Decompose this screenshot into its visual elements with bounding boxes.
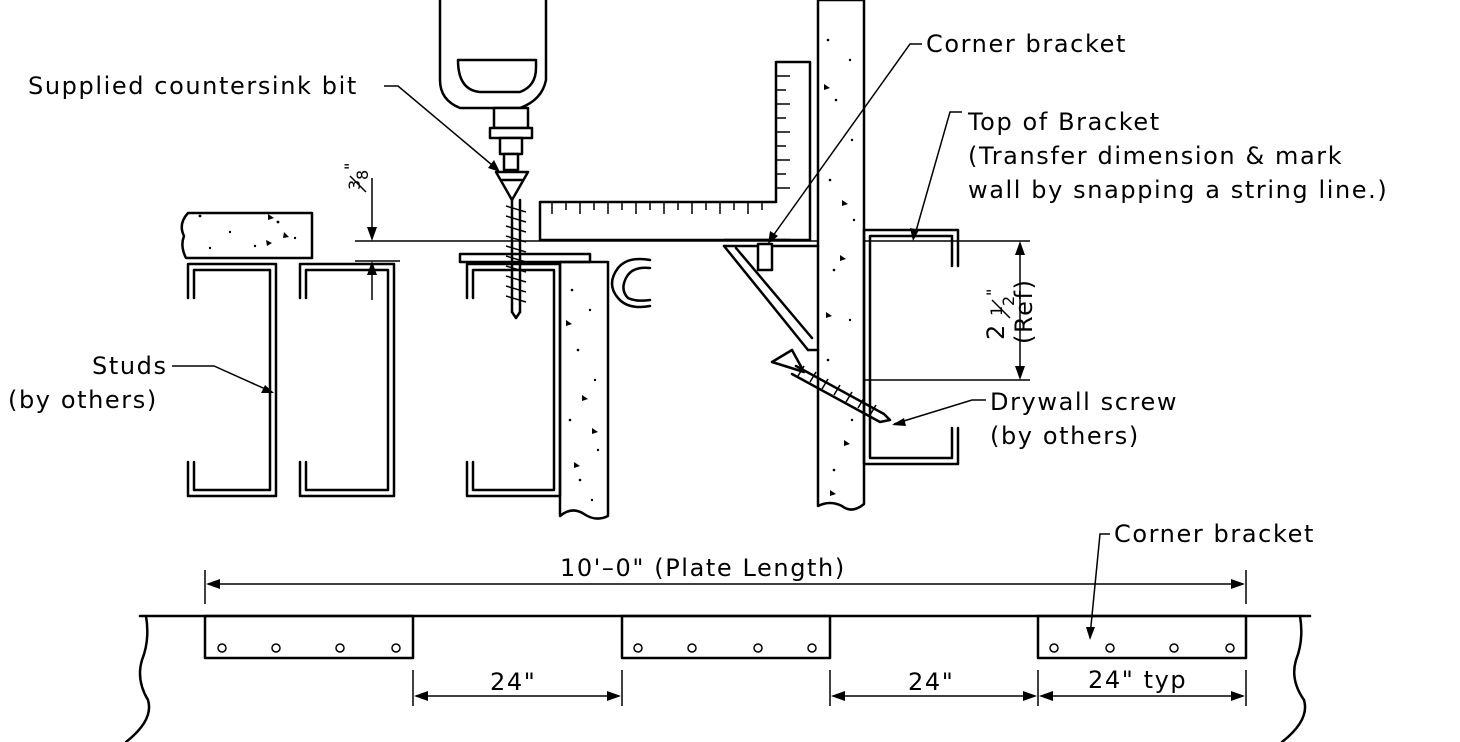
corner-bracket [722, 238, 820, 352]
bracket-height-ref: (Ref) [1010, 278, 1038, 344]
countersink-bit [494, 170, 530, 320]
carpenter-square [538, 60, 812, 242]
bracket-height-whole: 2 [982, 323, 1010, 340]
gap-dimension-1: 24" [412, 668, 623, 706]
drywall-panel-right [816, 0, 866, 511]
label-studs-1: Studs [92, 352, 168, 380]
gap-2-text: 24" [908, 668, 954, 696]
plate-length-text: 10'–0" (Plate Length) [560, 554, 846, 582]
gap-1-text: 24" [490, 668, 536, 696]
clip [610, 257, 652, 309]
bracket-height-dimension: 2 1 2 " (Ref) [982, 241, 1038, 380]
drywall-panel-left [558, 260, 610, 520]
bracket-typ-dimension: 24" typ [1039, 666, 1247, 706]
plate-length-dimension: 10'–0" (Plate Length) [204, 554, 1247, 604]
label-corner-bracket-top: Corner bracket [926, 30, 1127, 58]
countersink-depth-dimension: 3 8 " [341, 161, 400, 300]
gap-dimension-2: 24" [829, 668, 1039, 706]
stud-right [862, 228, 960, 466]
countersink-depth-num: 3 [345, 178, 364, 190]
label-studs-2: (by others) [8, 386, 158, 414]
bracket-height-unit: " [983, 287, 1002, 296]
bracket-typ-text: 24" typ [1088, 666, 1187, 694]
countersink-depth-den: 8 [353, 168, 372, 180]
label-top-of-bracket-1: Top of Bracket [967, 108, 1161, 136]
label-countersink-bit: Supplied countersink bit [28, 72, 358, 100]
label-corner-bracket-bottom: Corner bracket [1114, 520, 1315, 548]
stud-2 [298, 262, 396, 498]
bracket-plate-2 [620, 614, 832, 660]
countertop-slab [180, 211, 314, 260]
bracket-height-den: 2 [999, 294, 1018, 306]
countersink-depth-unit: " [341, 161, 360, 170]
drill [438, 0, 548, 172]
label-drywall-screw-2: (by others) [990, 422, 1140, 450]
bracket-height-num: 1 [987, 304, 1006, 316]
label-top-of-bracket-3: wall by snapping a string line.) [968, 176, 1388, 204]
bracket-plate-3 [1036, 614, 1248, 660]
bracket-plate-1 [203, 614, 415, 660]
stud-1 [186, 262, 278, 498]
label-drywall-screw-1: Drywall screw [990, 388, 1178, 416]
label-top-of-bracket-2: (Transfer dimension & mark [968, 142, 1343, 170]
